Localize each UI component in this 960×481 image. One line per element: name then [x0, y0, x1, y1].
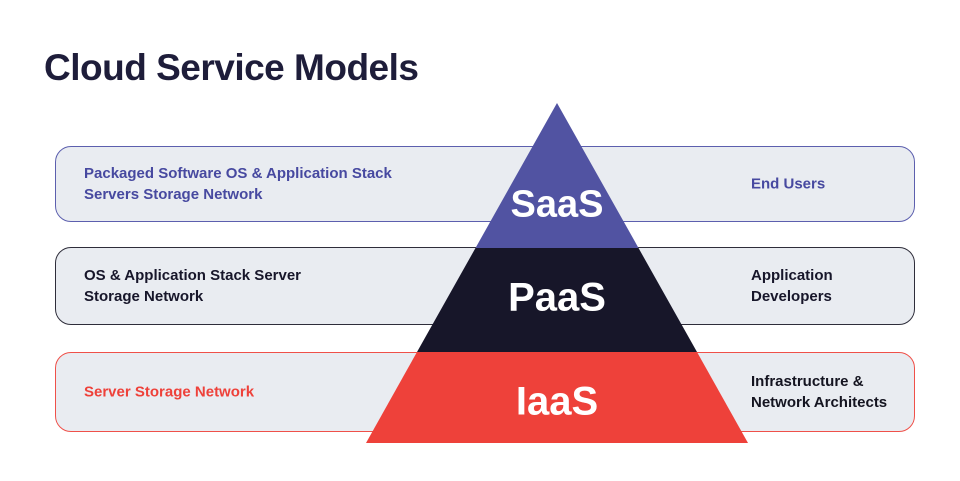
band-paas-left-text: OS & Application Stack Server Storage Ne… [84, 265, 301, 307]
band-paas-left-line-2: Storage Network [84, 288, 204, 305]
pyramid-iaas-label: IaaS [515, 379, 599, 424]
band-saas: Packaged Software OS & Application Stack… [55, 146, 915, 222]
page-title: Cloud Service Models [44, 47, 419, 88]
band-iaas-left-text: Server Storage Network [84, 382, 254, 403]
band-paas-left-line-1: OS & Application Stack Server [84, 267, 302, 284]
band-saas-right-line-1: End Users [751, 175, 826, 193]
band-iaas-right-text: Infrastructure & Network Architects [751, 371, 887, 413]
band-iaas: Server Storage Network Infrastructure & … [55, 352, 915, 432]
band-saas-left-line-2: Servers Storage Network [84, 186, 263, 203]
band-iaas-left-line-1: Server Storage Network [84, 383, 255, 401]
band-saas-left-line-1: Packaged Software OS & Application Stack [84, 165, 392, 182]
band-saas-left-text: Packaged Software OS & Application Stack… [84, 163, 392, 205]
band-paas-right-text: Application Developers [751, 265, 833, 307]
pyramid-paas-label: PaaS [508, 275, 606, 320]
band-saas-right-text: End Users [751, 174, 825, 195]
band-paas: OS & Application Stack Server Storage Ne… [55, 247, 915, 325]
band-iaas-right-line-1: Infrastructure & [751, 373, 864, 390]
band-paas-right-line-1: Application [751, 267, 833, 284]
band-iaas-right-line-2: Network Architects [751, 394, 888, 411]
band-paas-right-line-2: Developers [751, 288, 832, 305]
pyramid-saas-label: SaaS [510, 183, 604, 226]
